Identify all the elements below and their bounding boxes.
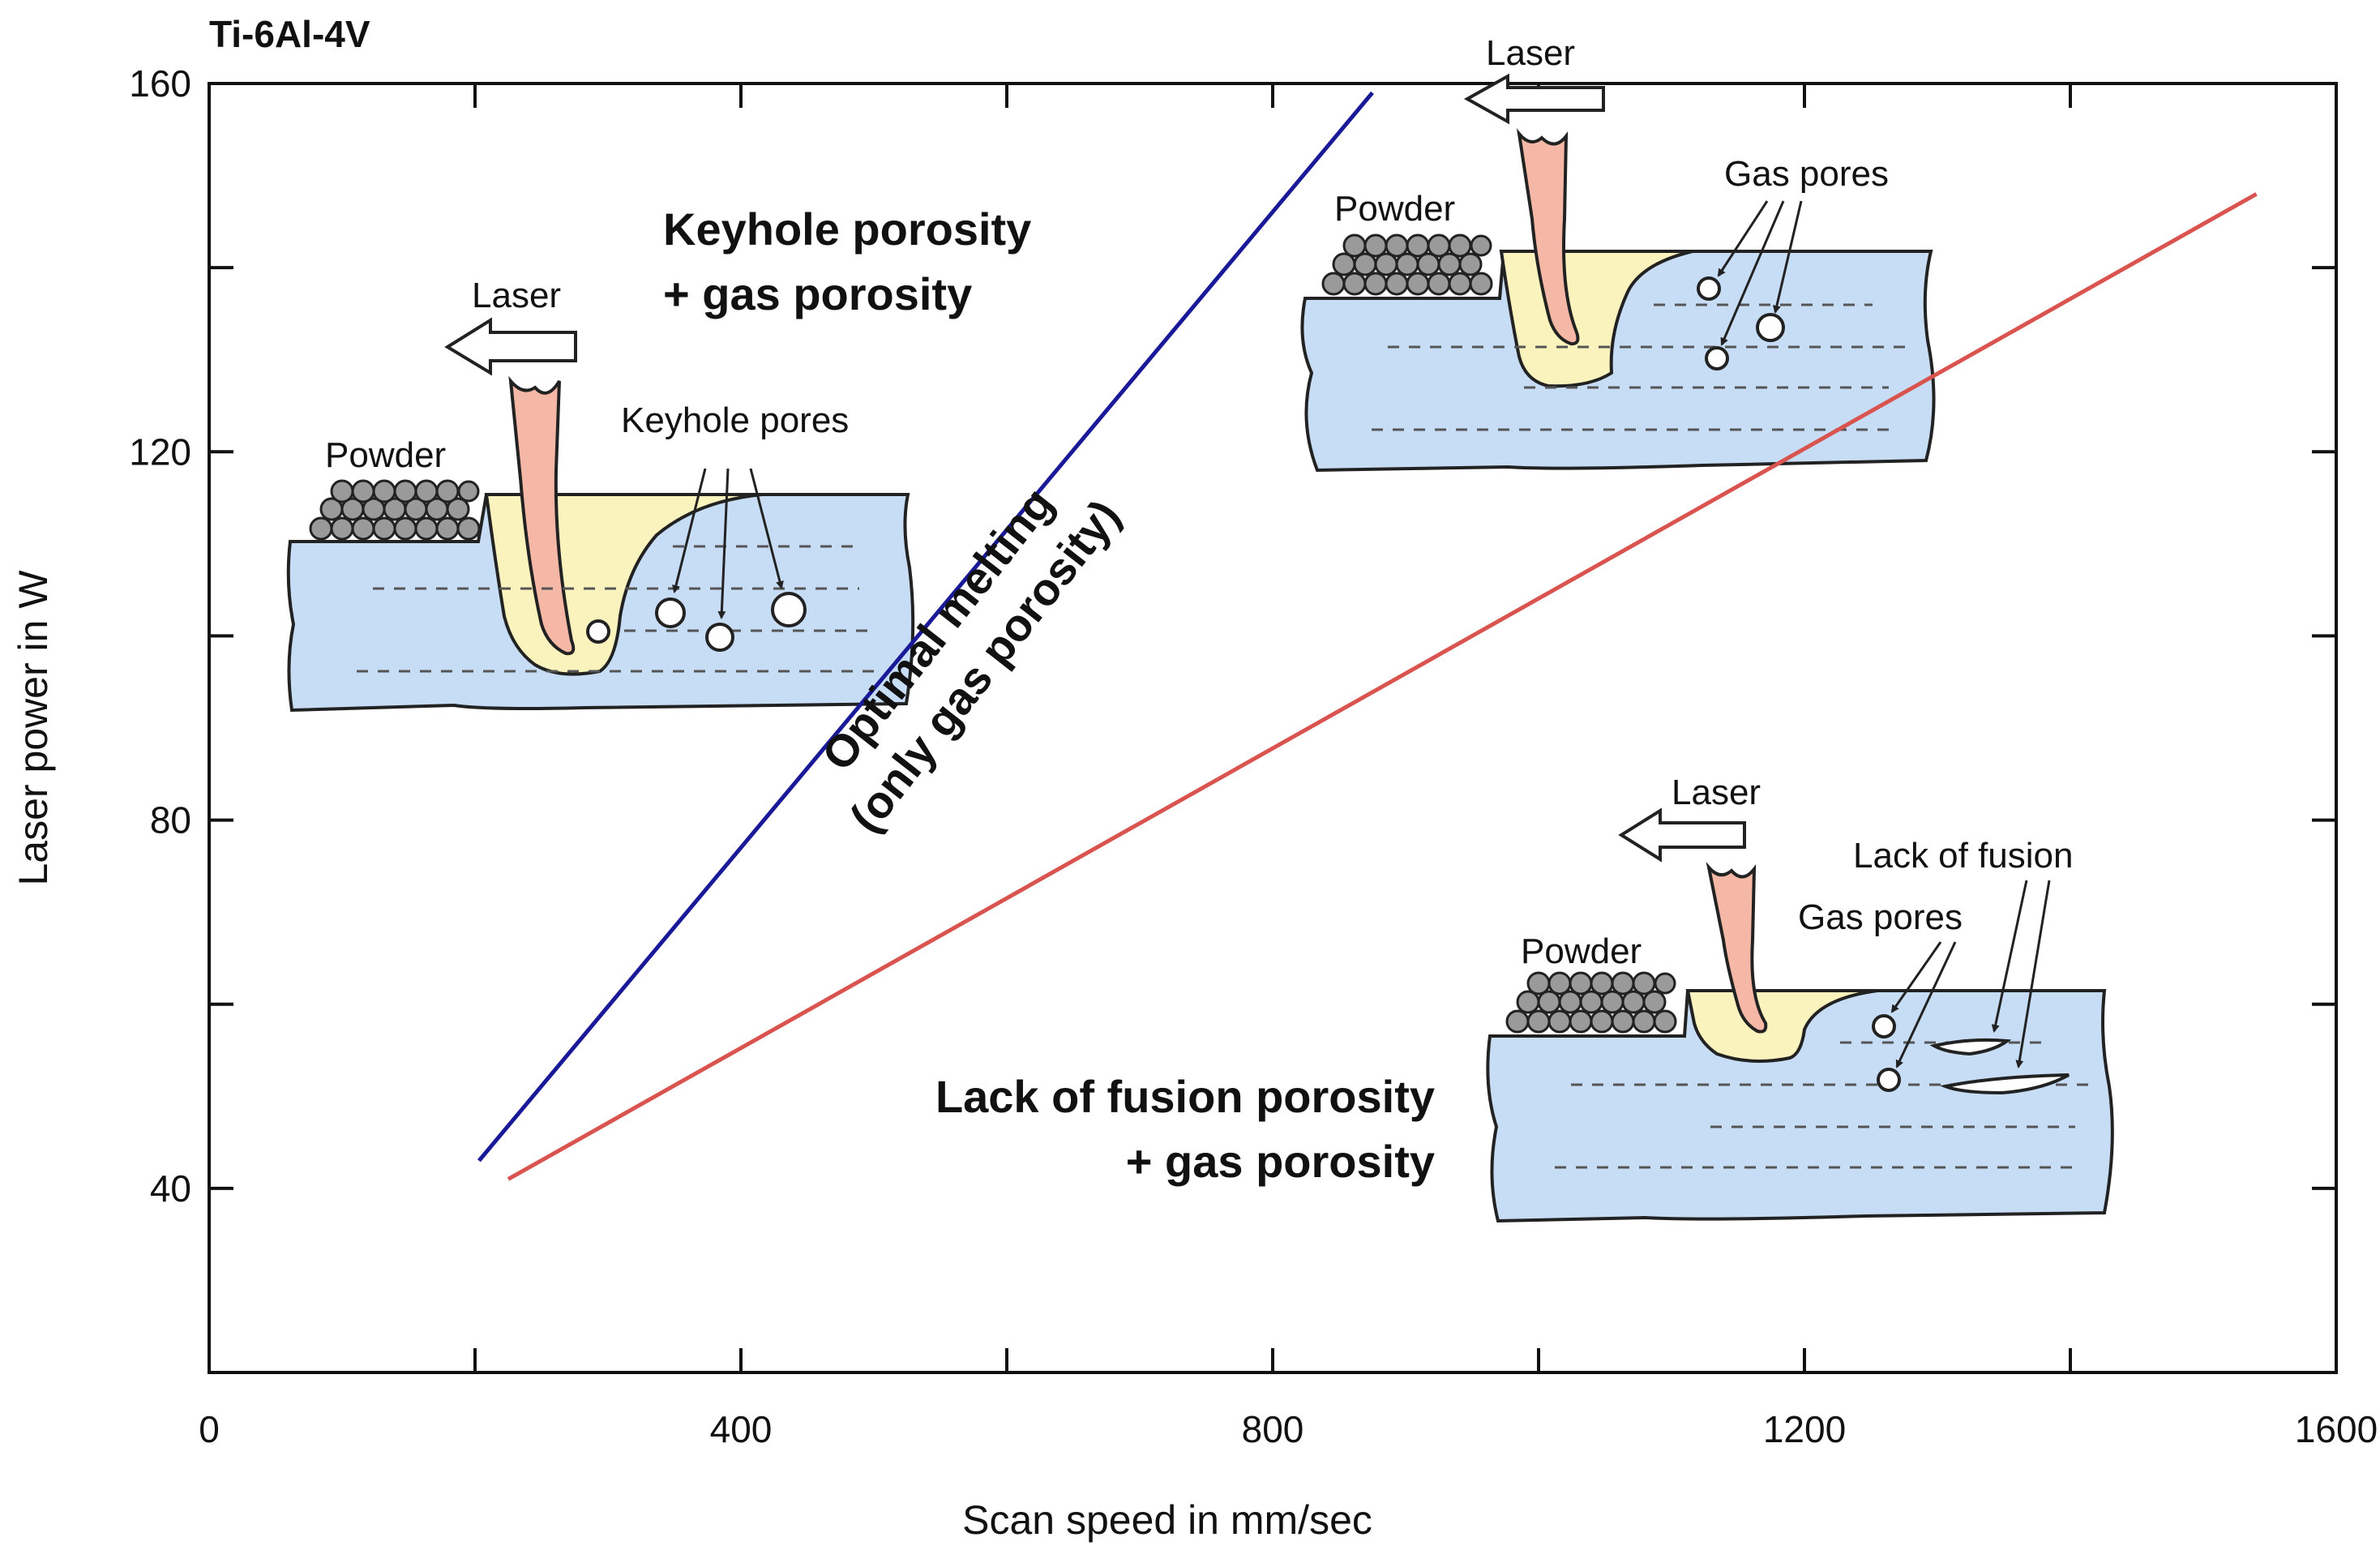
lack-of-fusion-voids bbox=[1929, 1038, 2070, 1095]
laser-beam bbox=[1516, 128, 1580, 346]
series-lines bbox=[477, 91, 2258, 1181]
powder-bed bbox=[1321, 233, 1493, 296]
inset-optimal: Laser Powder Gas pores bbox=[1300, 33, 1936, 473]
y-tick-label: 120 bbox=[129, 430, 191, 473]
series-line-2 bbox=[507, 192, 2258, 1181]
inset-keyhole-powder-label: Powder bbox=[325, 435, 446, 475]
laser-direction-arrow bbox=[444, 317, 577, 376]
inset-keyhole: Laser Powder Keyhole pores bbox=[286, 276, 915, 713]
y-tick-label: 80 bbox=[150, 799, 191, 841]
gas-pores bbox=[1872, 1014, 1901, 1092]
inset-fusion-laser-label: Laser bbox=[1672, 773, 1761, 812]
melt-pool bbox=[1685, 989, 1878, 1063]
inset-fusion-fusion-label: Lack of fusion bbox=[1853, 836, 2074, 876]
x-tick-label: 0 bbox=[199, 1408, 220, 1450]
x-tick-label: 1600 bbox=[2295, 1408, 2378, 1450]
y-tick-label: 160 bbox=[129, 62, 191, 105]
inset-keyhole-pores-label: Keyhole pores bbox=[621, 400, 849, 440]
region-keyhole-line-1: Keyhole porosity bbox=[663, 203, 1031, 255]
series-line-1 bbox=[477, 91, 1374, 1163]
tick-labels: 0 400 800 1200 1600 40 80 120 160 bbox=[129, 62, 2378, 1450]
region-keyhole-label: Keyhole porosity + gas porosity bbox=[663, 203, 1031, 319]
inset-optimal-pores-label: Gas pores bbox=[1724, 154, 1889, 194]
pore-pointer-arrows bbox=[1890, 880, 2051, 1068]
inset-fusion: Laser Powder Gas pores Lack of fusion bbox=[1486, 773, 2114, 1223]
powder-bed bbox=[309, 479, 481, 541]
inset-fusion-pores-label: Gas pores bbox=[1798, 897, 1963, 937]
inset-optimal-laser-label: Laser bbox=[1486, 33, 1575, 73]
y-axis-title: Laser power in W bbox=[11, 570, 56, 886]
inset-keyhole-laser-label: Laser bbox=[472, 276, 561, 315]
x-tick-label: 1200 bbox=[1763, 1408, 1846, 1450]
laser-direction-arrow bbox=[1463, 73, 1605, 125]
region-fusion-label: Lack of fusion porosity + gas porosity bbox=[935, 1071, 1435, 1187]
region-fusion-line-2: + gas porosity bbox=[1126, 1136, 1435, 1187]
inset-optimal-powder-label: Powder bbox=[1334, 189, 1455, 229]
layer-lines bbox=[1372, 303, 1913, 431]
laser-direction-arrow bbox=[1618, 807, 1746, 863]
region-fusion-line-1: Lack of fusion porosity bbox=[935, 1071, 1435, 1122]
keyhole-pores bbox=[586, 592, 807, 652]
laser-beam bbox=[1706, 862, 1768, 1034]
pore-pointer-arrows bbox=[1717, 200, 1803, 346]
region-keyhole-line-2: + gas porosity bbox=[663, 268, 972, 319]
pore-pointer-arrows bbox=[672, 468, 784, 619]
inset-fusion-powder-label: Powder bbox=[1521, 931, 1642, 971]
x-tick-label: 800 bbox=[1242, 1408, 1304, 1450]
powder-bed bbox=[1505, 971, 1677, 1034]
laser-beam bbox=[508, 375, 576, 656]
gas-pores bbox=[1697, 276, 1785, 370]
x-axis-title: Scan speed in mm/sec bbox=[962, 1497, 1372, 1543]
y-tick-label: 40 bbox=[150, 1167, 191, 1210]
chart-title: Ti-6Al-4V bbox=[209, 13, 370, 55]
x-tick-label: 400 bbox=[710, 1408, 773, 1450]
